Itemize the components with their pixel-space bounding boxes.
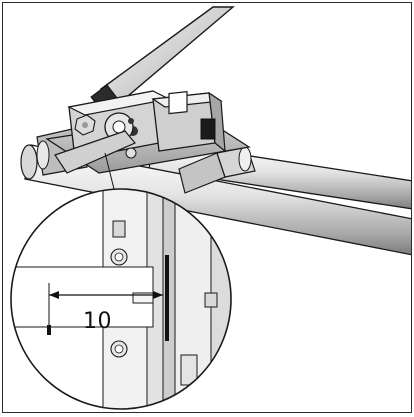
rail-tube-lower (20, 144, 411, 256)
dimension-value-label: 10 (83, 309, 112, 334)
detail-magnifier-circle (10, 188, 232, 410)
hex-bolt (74, 114, 96, 136)
mechanism-drawing (10, 6, 411, 410)
illustration-frame: 10 (2, 2, 412, 413)
detail-leader-line (104, 152, 116, 194)
front-box (151, 90, 226, 153)
rod-clamp-right (178, 146, 256, 194)
latch-lever (54, 130, 137, 174)
dimension-arrow (48, 283, 163, 335)
